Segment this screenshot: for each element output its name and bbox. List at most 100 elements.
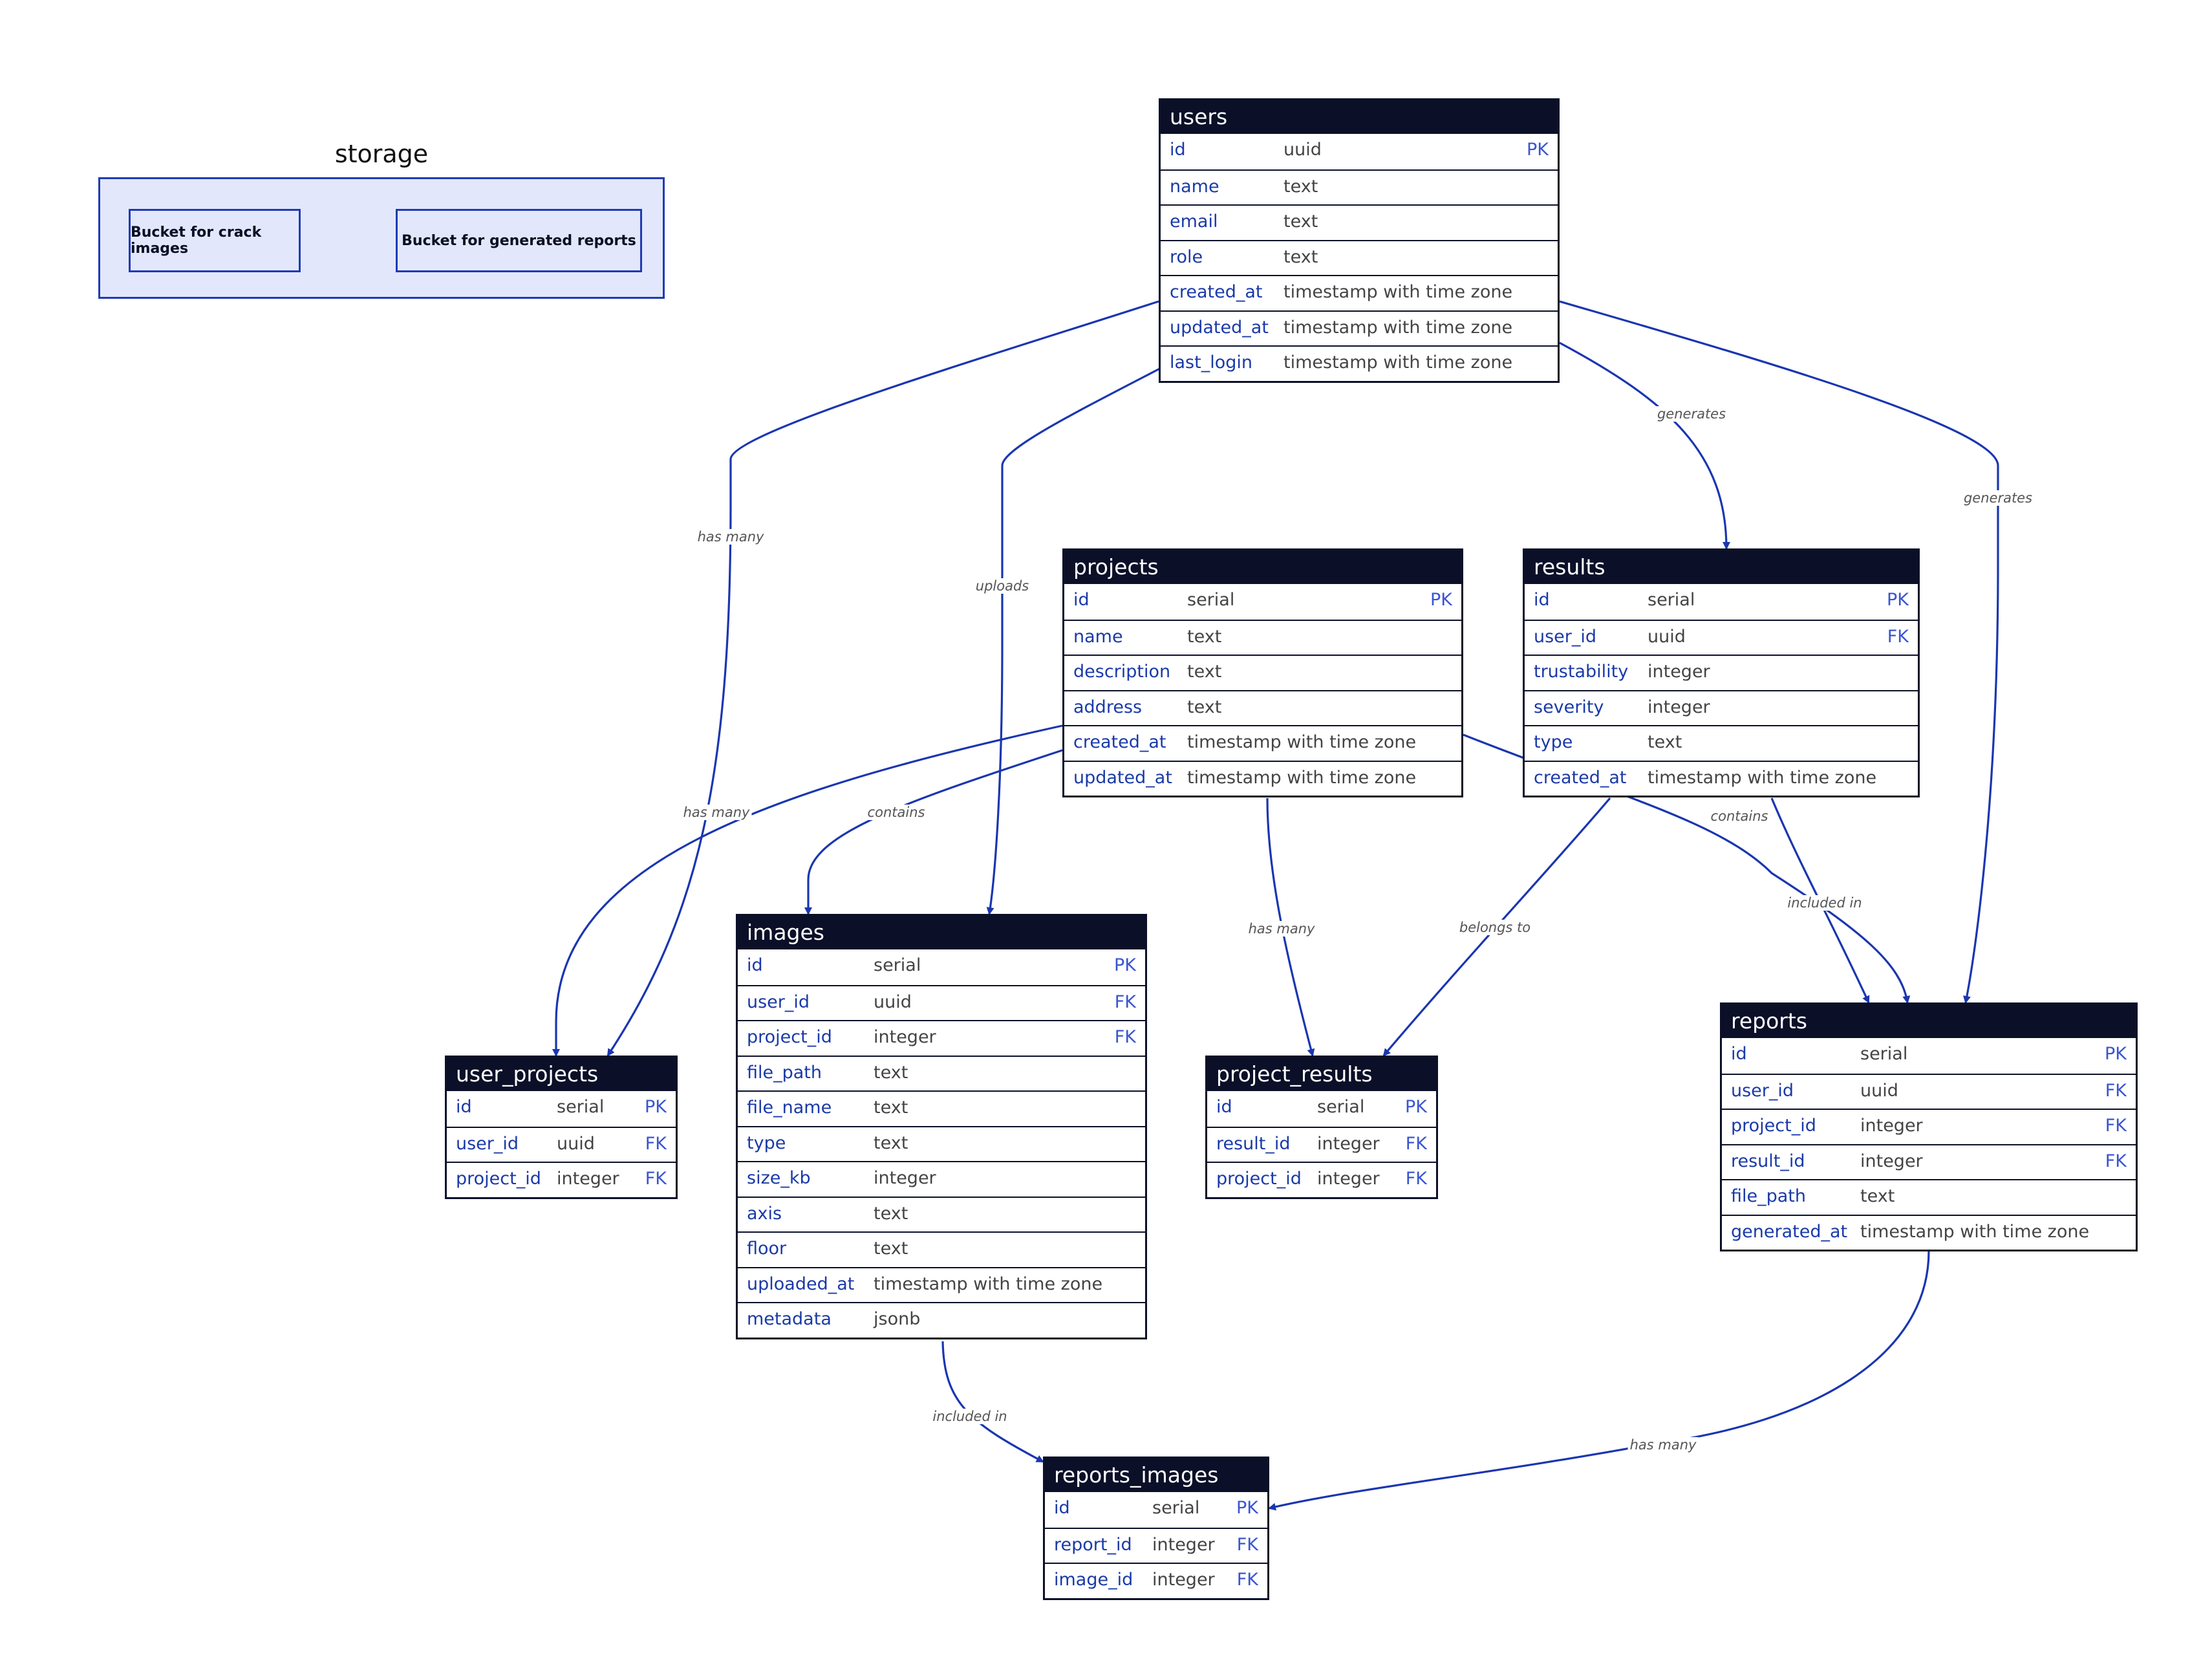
- column-name: id: [1170, 140, 1186, 160]
- storage-title: storage: [334, 140, 429, 168]
- bucket-crack-images[interactable]: Bucket for crack images: [129, 209, 301, 272]
- column-key: PK: [1405, 1097, 1427, 1117]
- column-type: text: [1648, 732, 1682, 752]
- relationship-label: generates: [1655, 406, 1728, 422]
- column-key: FK: [1114, 1027, 1136, 1047]
- column-name: description: [1073, 662, 1171, 682]
- column-name: id: [1216, 1097, 1232, 1117]
- relationship-edge: [986, 341, 1210, 915]
- column-name: id: [456, 1097, 472, 1117]
- column-type: timestamp with time zone: [1860, 1221, 2090, 1242]
- column-key: PK: [645, 1097, 667, 1117]
- relationship-edge: [1559, 341, 1730, 550]
- column-name: id: [1054, 1498, 1070, 1518]
- column-key: PK: [1887, 590, 1909, 610]
- column-name: name: [1170, 176, 1219, 197]
- bucket-generated-reports[interactable]: Bucket for generated reports: [396, 209, 642, 272]
- column-type: integer: [1152, 1570, 1215, 1590]
- relationship-label: contains: [1708, 808, 1770, 824]
- column-type: text: [874, 1239, 908, 1259]
- table-row[interactable]: name text: [1161, 169, 1558, 205]
- column-key: FK: [1887, 626, 1909, 647]
- relationship-edge: [1382, 797, 1611, 1057]
- column-key: FK: [645, 1133, 667, 1154]
- relationship-label: has many: [681, 805, 752, 820]
- column-type: timestamp with time zone: [1648, 767, 1877, 788]
- relationship-edge: [552, 724, 1063, 1057]
- column-type: integer: [1317, 1133, 1380, 1154]
- column-key: FK: [1236, 1570, 1258, 1590]
- column-name: file_path: [1731, 1186, 1807, 1206]
- relationship-label: included in: [930, 1409, 1009, 1424]
- column-key: PK: [1236, 1498, 1258, 1518]
- column-type: timestamp with time zone: [1187, 732, 1417, 752]
- column-type: text: [1283, 176, 1318, 197]
- column-name: size_kb: [747, 1168, 811, 1188]
- column-type: text: [1187, 697, 1222, 717]
- column-type: uuid: [874, 991, 912, 1012]
- column-type: timestamp with time zone: [1283, 317, 1513, 338]
- column-type: integer: [1648, 662, 1710, 682]
- column-name: file_name: [747, 1098, 832, 1118]
- relationship-edge: [607, 300, 1159, 1057]
- column-key: FK: [1405, 1169, 1427, 1189]
- relationship-label: contains: [865, 805, 927, 820]
- column-key: FK: [1236, 1534, 1258, 1555]
- relationship-edge: [804, 749, 1063, 915]
- column-name: report_id: [1054, 1534, 1132, 1555]
